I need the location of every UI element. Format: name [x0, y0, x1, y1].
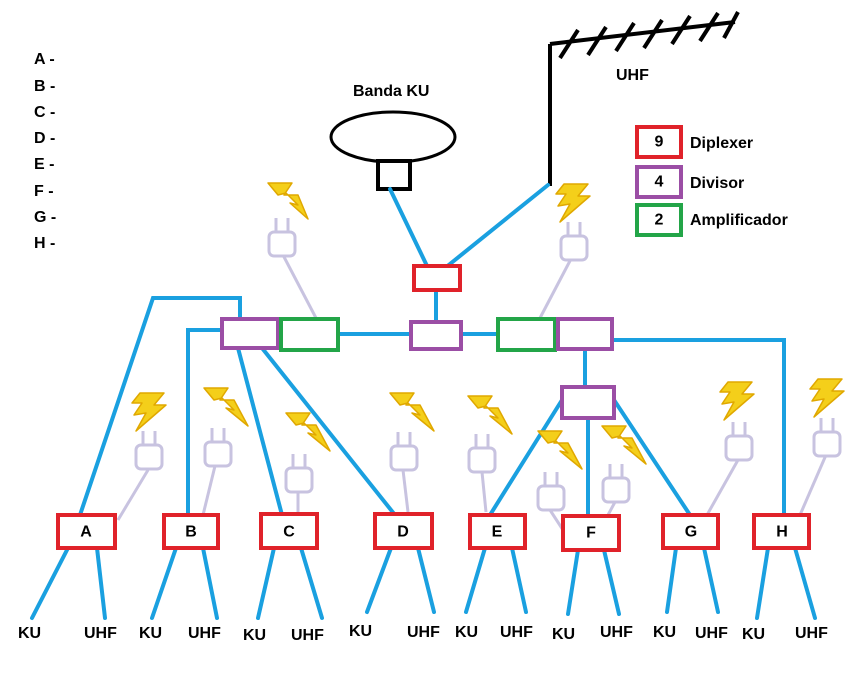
lightning-icon	[601, 425, 647, 465]
output-uhf-f: UHF	[600, 624, 633, 641]
plug-icon	[203, 428, 233, 468]
output-uhf-c: UHF	[291, 627, 324, 644]
satellite-dish-icon	[329, 110, 457, 191]
legend-diplexer-count: 9	[655, 134, 664, 151]
outlet-h-label: H	[776, 524, 788, 541]
output-labels: KU UHF KU UHF KU UHF KU UHF KU UHF KU UH…	[18, 623, 828, 644]
right-amplifier	[496, 317, 557, 352]
plug-icon	[812, 418, 842, 458]
key-item-a: A -	[34, 51, 55, 68]
antenna-label: UHF	[616, 67, 649, 84]
outlet-e-box	[468, 513, 527, 550]
left-divisor	[220, 317, 280, 350]
outlet-a-label: A	[80, 524, 92, 541]
legend-amplifier-swatch	[635, 203, 683, 237]
key-item-e: E -	[34, 156, 54, 173]
outlet-a-box	[56, 513, 117, 550]
legend-amplifier-name: Amplificador	[690, 212, 788, 229]
outlet-c-box	[259, 512, 319, 550]
output-uhf-e: UHF	[500, 624, 533, 641]
output-ku-b: KU	[139, 625, 162, 642]
plug-icon	[559, 222, 589, 262]
legend-divisor-name: Divisor	[690, 175, 744, 192]
lower-divisor	[560, 385, 616, 420]
outlet-key-list: A - B - C - D - E - F - G - H -	[34, 51, 56, 252]
left-amplifier	[279, 317, 340, 352]
lightning-icon	[719, 381, 755, 421]
output-uhf-d: UHF	[407, 624, 440, 641]
lightning-icon	[537, 430, 583, 470]
plug-icon	[134, 431, 164, 471]
key-item-b: B -	[34, 78, 55, 95]
outlet-d-label: D	[397, 524, 409, 541]
plug-icon	[601, 464, 631, 504]
output-ku-g: KU	[653, 624, 676, 641]
plug-icon	[284, 454, 314, 494]
key-item-h: H -	[34, 235, 55, 252]
legend-diplexer-swatch	[635, 125, 683, 159]
lightning-icon	[389, 392, 435, 432]
key-item-g: G -	[34, 209, 56, 226]
output-uhf-g: UHF	[695, 625, 728, 642]
lightning-icon	[285, 412, 331, 452]
outlet-h-box	[752, 513, 811, 550]
outlet-b-label: B	[185, 524, 197, 541]
power-plug-icons	[134, 218, 842, 512]
uhf-antenna-icon	[548, 11, 740, 186]
coax-cables	[78, 183, 786, 517]
output-uhf-h: UHF	[795, 625, 828, 642]
plug-icon	[536, 472, 566, 512]
output-ku-e: KU	[455, 624, 478, 641]
key-item-d: D -	[34, 130, 55, 147]
outlet-b-box	[162, 513, 220, 550]
lightning-icon	[267, 182, 309, 220]
power-bolt-icons	[131, 182, 845, 470]
output-ku-f: KU	[552, 626, 575, 643]
legend: 9 Diplexer 4 Divisor 2 Amplificador	[635, 125, 788, 237]
output-uhf-a: UHF	[84, 625, 117, 642]
center-divisor	[409, 320, 463, 351]
outlet-d-box	[373, 512, 434, 550]
legend-amplifier-count: 2	[655, 212, 664, 229]
components	[220, 264, 616, 420]
outlet-c-label: C	[283, 524, 295, 541]
output-legs	[30, 546, 817, 620]
output-ku-c: KU	[243, 627, 266, 644]
plug-icon	[724, 422, 754, 462]
plug-icon	[389, 432, 419, 472]
key-item-f: F -	[34, 183, 54, 200]
right-divisor	[556, 317, 614, 351]
lightning-icon	[467, 395, 513, 435]
main-diplexer	[412, 264, 462, 292]
lightning-icon	[555, 183, 591, 223]
lightning-icon	[809, 378, 845, 418]
output-ku-h: KU	[742, 626, 765, 643]
legend-divisor-count: 4	[655, 174, 664, 191]
key-item-c: C -	[34, 104, 55, 121]
outlet-g-label: G	[685, 524, 697, 541]
outlet-f-box	[561, 514, 621, 552]
outlet-diplexers: A B C D E F G H	[56, 512, 811, 552]
plug-icon	[467, 434, 497, 474]
legend-divisor-swatch	[635, 165, 683, 199]
outlet-g-box	[661, 513, 720, 550]
lightning-icon	[203, 387, 249, 427]
output-uhf-b: UHF	[188, 625, 221, 642]
output-ku-d: KU	[349, 623, 372, 640]
plug-icon	[267, 218, 297, 258]
output-ku-a: KU	[18, 625, 41, 642]
legend-diplexer-name: Diplexer	[690, 135, 753, 152]
lightning-icon	[131, 392, 167, 432]
power-leads	[116, 254, 828, 531]
dish-label: Banda KU	[353, 83, 429, 100]
outlet-f-label: F	[586, 525, 596, 542]
outlet-e-label: E	[492, 524, 503, 541]
